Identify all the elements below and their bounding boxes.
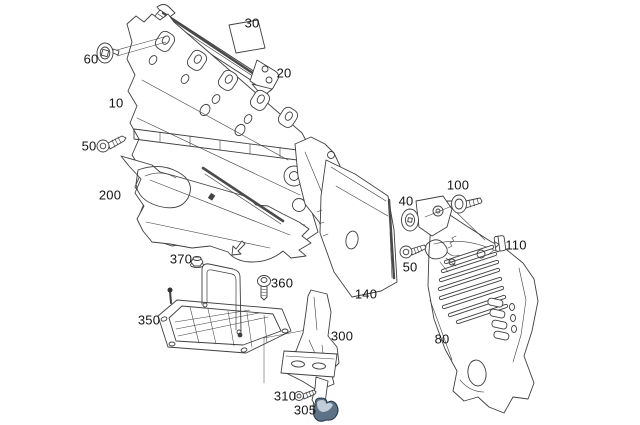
callout-80[interactable]: 80 bbox=[434, 331, 450, 347]
callout-40[interactable]: 40 bbox=[398, 193, 414, 209]
callout-10[interactable]: 10 bbox=[108, 95, 124, 111]
part-80-drawing bbox=[415, 195, 539, 414]
part-100-drawing bbox=[451, 194, 483, 214]
part-40-drawing bbox=[401, 208, 419, 232]
part-350-drawing bbox=[157, 263, 292, 354]
panel-ear-tabs bbox=[154, 30, 299, 128]
callout-350[interactable]: 350 bbox=[137, 312, 161, 328]
callout-200[interactable]: 200 bbox=[98, 187, 122, 203]
part-50-right-drawing bbox=[399, 244, 427, 259]
callout-110[interactable]: 110 bbox=[505, 237, 527, 253]
part-50-left-drawing bbox=[96, 135, 127, 153]
callout-370[interactable]: 370 bbox=[169, 251, 193, 267]
part-370-drawing bbox=[190, 256, 204, 269]
part-30-drawing bbox=[228, 19, 266, 54]
callout-50-left[interactable]: 50 bbox=[81, 138, 97, 154]
part-360-drawing bbox=[257, 275, 271, 301]
part-80-ribs bbox=[437, 244, 509, 325]
callout-60[interactable]: 60 bbox=[83, 51, 99, 67]
callout-300[interactable]: 300 bbox=[330, 328, 354, 344]
part-60-drawing bbox=[96, 36, 167, 64]
callout-50-right[interactable]: 50 bbox=[402, 259, 418, 275]
part-140-drawing bbox=[294, 136, 398, 298]
callout-20[interactable]: 20 bbox=[276, 65, 292, 81]
part-305-highlighted-drawing bbox=[312, 397, 339, 422]
callout-100[interactable]: 100 bbox=[446, 177, 470, 193]
part-200-drawing bbox=[120, 155, 312, 263]
part-110-drawing bbox=[487, 235, 507, 256]
callout-305[interactable]: 305 bbox=[293, 402, 317, 418]
part-310-drawing bbox=[294, 389, 317, 401]
callout-140[interactable]: 140 bbox=[354, 286, 378, 302]
callout-30[interactable]: 30 bbox=[244, 15, 260, 31]
callout-360[interactable]: 360 bbox=[270, 275, 294, 291]
callout-310[interactable]: 310 bbox=[273, 388, 297, 404]
